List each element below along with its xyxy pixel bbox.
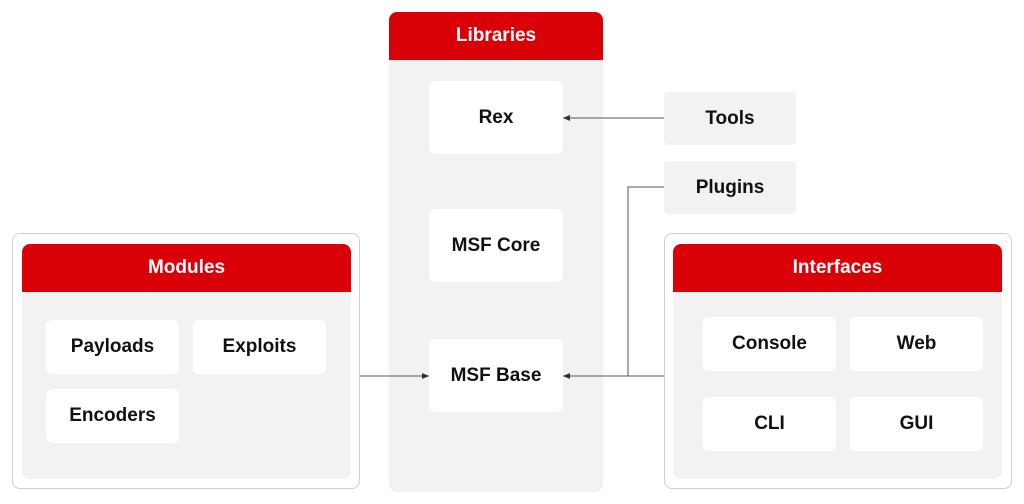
modules-header: Modules bbox=[22, 244, 351, 292]
msf-base-box: MSF Base bbox=[429, 339, 563, 412]
cli-box: CLI bbox=[703, 397, 836, 451]
exploits-box: Exploits bbox=[193, 320, 326, 374]
msf-core-box: MSF Core bbox=[429, 209, 563, 282]
web-box: Web bbox=[850, 317, 983, 371]
encoders-box: Encoders bbox=[46, 389, 179, 443]
libraries-header: Libraries bbox=[389, 12, 603, 60]
plugins-to-msf-base-line bbox=[627, 186, 664, 376]
tools-box: Tools bbox=[664, 92, 796, 145]
plugins-box: Plugins bbox=[664, 161, 796, 214]
payloads-box: Payloads bbox=[46, 320, 179, 374]
gui-box: GUI bbox=[850, 397, 983, 451]
rex-box: Rex bbox=[429, 81, 563, 154]
console-box: Console bbox=[703, 317, 836, 371]
interfaces-header: Interfaces bbox=[673, 244, 1002, 292]
